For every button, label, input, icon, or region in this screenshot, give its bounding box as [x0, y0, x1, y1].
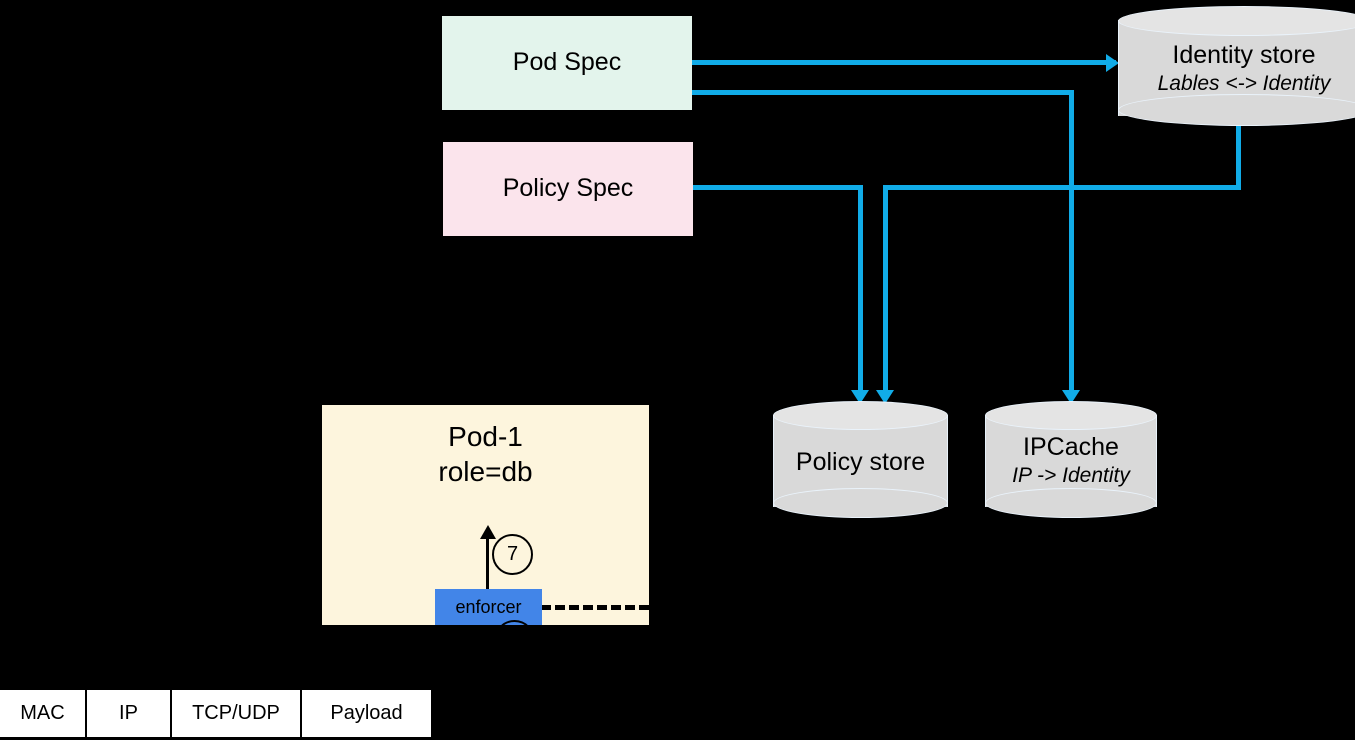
- policy-store-base-ellipse: [773, 488, 948, 518]
- connector-policy-spec-to-policy-store-h: [693, 185, 863, 190]
- packet-cell-payload[interactable]: Payload: [302, 690, 431, 737]
- packet-cell-mac[interactable]: MAC: [0, 690, 85, 737]
- connector-identity-store-to-policy-store-v1: [1236, 122, 1241, 190]
- pod-spec-box[interactable]: Pod Spec: [442, 16, 692, 110]
- enforcer-to-pod-arrowhead: [480, 525, 496, 539]
- policy-store-top-ellipse: [773, 401, 948, 430]
- connector-policy-spec-to-policy-store-v: [858, 185, 863, 392]
- policy-spec-box[interactable]: Policy Spec: [443, 142, 693, 236]
- identity-store-text: Identity store Lables <-> Identity: [1118, 34, 1355, 104]
- pod-1-labels: role=db: [438, 456, 533, 487]
- pod-1-box[interactable]: Pod-1 role=db: [322, 405, 649, 625]
- ipcache-text: IPCache IP -> Identity: [985, 428, 1157, 494]
- step-marker-7-label: 7: [506, 543, 519, 565]
- identity-store-base-ellipse: [1118, 94, 1355, 126]
- packet-cell-tcp-udp[interactable]: TCP/UDP: [172, 690, 300, 737]
- packet-cell-mac-label: MAC: [20, 702, 65, 724]
- pod-bottom-clip-mask: [322, 625, 649, 645]
- ipcache-top-ellipse: [985, 401, 1157, 430]
- connector-identity-store-to-policy-store-h: [883, 185, 1241, 190]
- policy-store-cylinder[interactable]: Policy store: [773, 400, 948, 520]
- connector-pod-spec-to-ipcache-v: [1069, 90, 1074, 392]
- policy-store-text: Policy store: [773, 442, 948, 482]
- step-marker-7: 7: [492, 534, 533, 575]
- packet-cell-tcp-udp-label: TCP/UDP: [192, 702, 280, 724]
- packet-structure-bar: MAC IP TCP/UDP Payload: [0, 690, 431, 737]
- enforcer-label: enforcer: [455, 597, 522, 617]
- arrowhead-into-identity-store: [1106, 54, 1119, 72]
- enforcer-to-pod-arrow-shaft: [486, 536, 489, 592]
- packet-cell-ip[interactable]: IP: [87, 690, 170, 737]
- identity-store-cylinder[interactable]: Identity store Lables <-> Identity: [1118, 4, 1355, 128]
- ipcache-subtitle: IP -> Identity: [1012, 463, 1130, 487]
- enforcer-dashed-connector: [541, 605, 649, 610]
- policy-store-name: Policy store: [795, 447, 926, 476]
- ipcache-base-ellipse: [985, 488, 1157, 518]
- pod-spec-label: Pod Spec: [512, 48, 622, 77]
- pod-1-name: Pod-1: [448, 421, 523, 452]
- identity-store-subtitle: Lables <-> Identity: [1157, 71, 1331, 95]
- connector-pod-spec-to-identity-store-h: [692, 60, 1116, 65]
- identity-store-top-ellipse: [1118, 6, 1355, 36]
- identity-store-name: Identity store: [1172, 40, 1316, 69]
- connector-identity-store-to-policy-store-v2: [883, 185, 888, 392]
- policy-spec-label: Policy Spec: [502, 174, 634, 203]
- packet-cell-ip-label: IP: [119, 702, 138, 724]
- packet-cell-payload-label: Payload: [330, 702, 403, 724]
- ipcache-cylinder[interactable]: IPCache IP -> Identity: [985, 400, 1157, 520]
- ipcache-name: IPCache: [1023, 432, 1119, 461]
- connector-pod-spec-to-ipcache-h: [692, 90, 1074, 95]
- enforcer-box[interactable]: enforcer: [435, 589, 542, 626]
